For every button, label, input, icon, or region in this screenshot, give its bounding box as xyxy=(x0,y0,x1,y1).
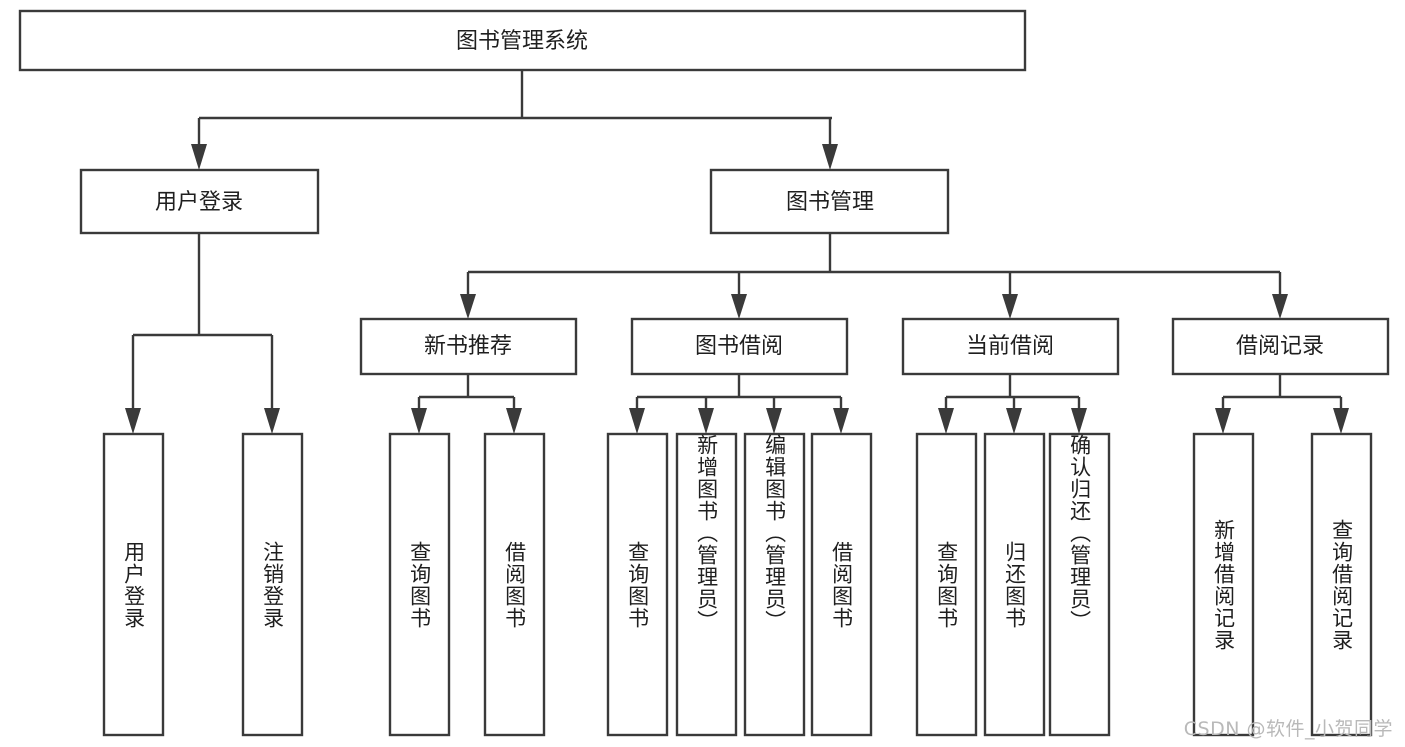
node-box-leaf-query-record[interactable] xyxy=(1310,432,1373,737)
node-root[interactable]: 图书管理系统 xyxy=(18,9,1027,72)
arrow-head-borrow-record xyxy=(1272,294,1288,319)
node-current-borrow[interactable]: 当前借阅 xyxy=(901,317,1120,376)
arrow-head-leaf-borrow-book-2 xyxy=(833,408,849,434)
arrow-head-leaf-add-book xyxy=(698,408,714,434)
csdn-watermark: CSDN @软件_小贺同学 xyxy=(1183,718,1393,740)
node-box-root[interactable] xyxy=(18,9,1027,72)
connector-group-borrow-record xyxy=(1215,374,1349,434)
node-label-root: 图书管理系统 xyxy=(456,29,588,54)
node-box-leaf-query-book-3[interactable] xyxy=(915,432,978,737)
node-box-leaf-user-login[interactable] xyxy=(102,432,165,737)
node-label-book-manage: 图书管理 xyxy=(786,190,874,215)
arrow-head-book-borrow xyxy=(731,294,747,319)
connector-group-book-manage xyxy=(460,233,1288,319)
arrow-head-leaf-return-book xyxy=(1006,408,1022,434)
connector-group-user-login xyxy=(125,233,280,434)
node-new-book-recommend[interactable]: 新书推荐 xyxy=(359,317,578,376)
node-book-manage[interactable]: 图书管理 xyxy=(709,168,950,235)
connector-group-new-book-recommend xyxy=(411,374,522,434)
node-box-leaf-edit-book[interactable] xyxy=(743,432,806,737)
node-user-login[interactable]: 用户登录 xyxy=(79,168,320,235)
node-label-current-borrow: 当前借阅 xyxy=(966,334,1054,359)
node-box-leaf-confirm-return[interactable] xyxy=(1048,432,1111,737)
arrow-head-leaf-query-book-2 xyxy=(629,408,645,434)
arrow-head-leaf-query-book-1 xyxy=(411,408,427,434)
node-box-borrow-record[interactable] xyxy=(1171,317,1390,376)
node-box-current-borrow[interactable] xyxy=(901,317,1120,376)
node-label-user-login: 用户登录 xyxy=(155,190,243,215)
arrow-head-leaf-query-record xyxy=(1333,408,1349,434)
arrow-head-leaf-user-login xyxy=(125,408,141,434)
node-label-book-borrow: 图书借阅 xyxy=(695,334,783,359)
node-box-leaf-borrow-book-1[interactable] xyxy=(483,432,546,737)
arrow-head-leaf-query-book-3 xyxy=(938,408,954,434)
node-label-borrow-record: 借阅记录 xyxy=(1236,334,1324,359)
arrow-head-leaf-edit-book xyxy=(766,408,782,434)
connector-group-current-borrow xyxy=(938,374,1087,434)
node-box-leaf-add-book[interactable] xyxy=(675,432,738,737)
node-box-leaf-query-book-1[interactable] xyxy=(388,432,451,737)
node-box-new-book-recommend[interactable] xyxy=(359,317,578,376)
node-label-new-book-recommend: 新书推荐 xyxy=(424,334,512,359)
node-box-leaf-return-book[interactable] xyxy=(983,432,1046,737)
node-box-book-borrow[interactable] xyxy=(630,317,849,376)
node-box-leaf-add-record[interactable] xyxy=(1192,432,1255,737)
arrow-head-new-book-recommend xyxy=(460,294,476,319)
connector-group-root xyxy=(191,70,838,170)
node-box-book-manage[interactable] xyxy=(709,168,950,235)
node-box-leaf-borrow-book-2[interactable] xyxy=(810,432,873,737)
arrow-head-leaf-borrow-book-1 xyxy=(506,408,522,434)
connector-group-book-borrow xyxy=(629,374,849,434)
node-box-user-login[interactable] xyxy=(79,168,320,235)
arrow-head-leaf-add-record xyxy=(1215,408,1231,434)
arrow-head-leaf-user-logout xyxy=(264,408,280,434)
node-box-leaf-user-logout[interactable] xyxy=(241,432,304,737)
node-box-leaf-query-book-2[interactable] xyxy=(606,432,669,737)
arrow-head-book-manage xyxy=(822,144,838,170)
arrow-head-user-login xyxy=(191,144,207,170)
node-book-borrow[interactable]: 图书借阅 xyxy=(630,317,849,376)
arrow-head-leaf-confirm-return xyxy=(1071,408,1087,434)
arrow-head-current-borrow xyxy=(1002,294,1018,319)
node-borrow-record[interactable]: 借阅记录 xyxy=(1171,317,1390,376)
